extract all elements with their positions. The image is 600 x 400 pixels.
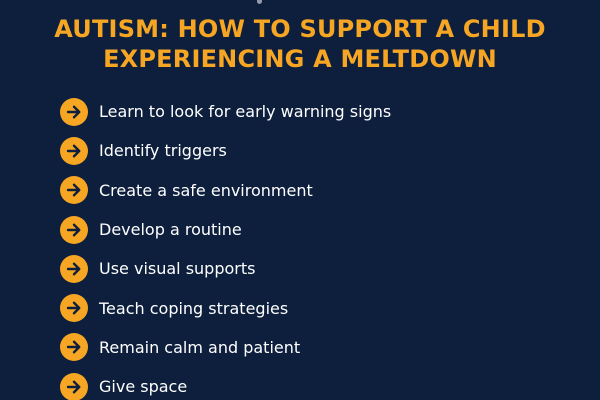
- arrow-right-icon: [60, 372, 88, 400]
- list-item: Create a safe environment: [60, 171, 391, 210]
- list-item: Remain calm and patient: [60, 328, 391, 367]
- title-line-1: AUTISM: HOW TO SUPPORT A CHILD: [54, 15, 546, 43]
- list-item: Give space: [60, 367, 391, 400]
- list-item: Develop a routine: [60, 210, 391, 249]
- top-edge: [0, 0, 600, 6]
- arrow-right-icon: [60, 254, 88, 283]
- list-item: Use visual supports: [60, 249, 391, 288]
- arrow-right-icon: [60, 215, 88, 244]
- list-item-label: Develop a routine: [99, 220, 242, 240]
- list-item-label: Teach coping strategies: [99, 298, 289, 318]
- arrow-right-icon: [60, 176, 88, 205]
- list-item: Teach coping strategies: [60, 288, 391, 327]
- arrow-right-icon: [60, 333, 88, 362]
- tips-list: Learn to look for early warning signs Id…: [60, 92, 391, 400]
- list-item-label: Use visual supports: [99, 259, 256, 279]
- list-item: Identify triggers: [60, 131, 391, 170]
- list-item: Learn to look for early warning signs: [60, 92, 391, 131]
- list-item-label: Remain calm and patient: [99, 337, 301, 357]
- arrow-right-icon: [60, 97, 88, 126]
- list-item-label: Create a safe environment: [99, 180, 313, 200]
- arrow-right-icon: [60, 294, 88, 323]
- title-line-2: EXPERIENCING A MELTDOWN: [103, 45, 497, 73]
- list-item-label: Give space: [99, 377, 188, 397]
- cropped-glyph: [257, 0, 262, 4]
- page-title: AUTISM: HOW TO SUPPORT A CHILD EXPERIENC…: [0, 14, 600, 74]
- list-item-label: Identify triggers: [99, 141, 227, 161]
- arrow-right-icon: [60, 136, 88, 165]
- list-item-label: Learn to look for early warning signs: [99, 102, 392, 122]
